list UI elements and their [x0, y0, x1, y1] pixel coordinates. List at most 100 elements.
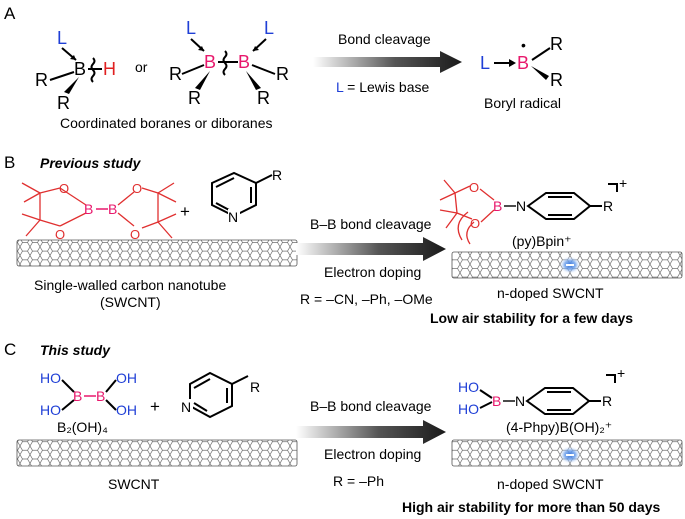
dative-arrowhead	[509, 59, 516, 67]
oxygen-atom: O	[470, 216, 480, 231]
r-group-2: R	[188, 88, 201, 108]
dative-arrowhead-1	[198, 46, 204, 51]
b-r-wedge	[64, 77, 79, 94]
b2pin2-structure: O O B B O O	[21, 181, 177, 242]
pyridinium-r-group: R	[603, 198, 613, 214]
panel-b-left-caption-2: (SWCNT)	[100, 294, 161, 310]
positive-charge: +	[617, 365, 625, 381]
boron-atom-1: B	[73, 388, 82, 404]
panel-a-product-label: Boryl radical	[484, 95, 561, 111]
boron-atom: B	[492, 393, 501, 409]
hydrogen-atom: H	[103, 59, 116, 79]
panel-c-label: C	[4, 340, 16, 359]
panel-b-left-caption-1: Single-walled carbon nanotube	[34, 277, 226, 293]
boron-atom-1: B	[204, 52, 216, 72]
panel-c-left-caption: SWCNT	[108, 476, 160, 492]
oxygen-atom: O	[59, 181, 69, 196]
electron-minus-c	[566, 454, 574, 456]
pyridine-ring	[211, 171, 257, 218]
lewis-base-atom: L	[57, 28, 67, 48]
pyridinium-nitrogen: N	[515, 393, 525, 409]
electron-minus-b	[566, 264, 574, 266]
pyridine-nitrogen: N	[181, 399, 191, 415]
r-group-bottom: R	[550, 70, 563, 90]
hydroxyl-group: OH	[116, 370, 137, 386]
r-group-top: R	[550, 34, 563, 54]
panel-a-arrow-top: Bond cleavage	[338, 31, 431, 47]
oxygen-atom: O	[55, 227, 65, 242]
coordinated-diborane: L B B L R R R R	[169, 18, 289, 108]
panel-c-arrow-top: B–B bond cleavage	[310, 398, 432, 414]
steric-arc-1	[457, 211, 469, 241]
panel-c: C This study HO HO B B OH OH B₂(OH)₄ + N	[4, 340, 683, 515]
panel-a-reaction-arrow	[313, 51, 462, 73]
pyridine-ring	[189, 371, 233, 419]
pyridinium-nitrogen: N	[516, 198, 526, 214]
panel-a: A L B H R R or L B B L	[4, 4, 563, 131]
b-r-bond-1	[181, 64, 205, 75]
oxygen-atom: O	[132, 181, 142, 196]
r-group-3: R	[276, 64, 289, 84]
radical-dot: •	[521, 37, 526, 53]
b-r-bond-left	[49, 71, 75, 81]
boron-atom: B	[74, 59, 86, 79]
pybpin-product: O O B N R +	[439, 175, 627, 245]
panel-b-plus: +	[180, 202, 190, 221]
pyridine-r-group: R	[250, 379, 260, 395]
lewis-base-atom-2: L	[264, 18, 274, 38]
panel-b-label: B	[4, 153, 15, 172]
panel-b-arrow-bottom: R = –CN, –Ph, –OMe	[300, 291, 433, 307]
boryl-radical-structure: L B • R R	[480, 34, 563, 90]
pyridine-b: N R	[211, 167, 282, 225]
positive-charge: +	[619, 175, 627, 191]
r-group-1: R	[169, 64, 182, 84]
cleavage-wavy-mark	[90, 57, 96, 83]
pin-ring-carbons	[454, 185, 473, 220]
charge-bracket	[606, 374, 616, 383]
cleavage-wavy-mark-2	[222, 50, 228, 76]
dative-arrowhead-2	[253, 46, 259, 51]
boron-atom-1: B	[84, 201, 93, 217]
b-r-wedge-1	[195, 71, 210, 90]
pyridine-nitrogen: N	[228, 209, 238, 225]
boron-atom-2: B	[108, 201, 117, 217]
boron-atom-2: B	[96, 388, 105, 404]
panel-b-arrow-mid: Electron doping	[324, 264, 421, 280]
b-r-wedge	[531, 66, 549, 80]
phpy-boh2-product: HO HO B N R +	[458, 365, 625, 417]
panel-c-title: This study	[40, 342, 111, 358]
hydroxyl-group: HO	[40, 370, 61, 386]
pyridine-r-group: R	[272, 167, 282, 183]
lewis-base-atom-1: L	[186, 18, 196, 38]
panel-c-product-label: (4-Phpy)B(OH)₂⁺	[506, 419, 612, 435]
boron-radical-atom: B	[517, 53, 529, 73]
coordinated-borane: L B H R R	[35, 28, 116, 113]
panel-c-right-caption: n-doped SWCNT	[497, 476, 604, 492]
panel-a-label: A	[4, 4, 16, 23]
b-r-wedge-2	[246, 71, 261, 90]
panel-b-reaction-arrow	[296, 237, 446, 261]
panel-c-arrow-bottom: R = –Ph	[333, 473, 384, 489]
r-group-left: R	[35, 70, 48, 90]
panel-c-reagent-label: B₂(OH)₄	[57, 419, 108, 435]
lewis-base-definition: = Lewis base	[343, 79, 429, 95]
hydroxyl-group: OH	[116, 402, 137, 418]
r-group-4: R	[257, 88, 270, 108]
panel-c-arrow-mid: Electron doping	[324, 446, 421, 462]
panel-a-arrow-bottom: L = Lewis base	[336, 79, 429, 95]
charge-bracket	[608, 183, 618, 192]
dative-arrowhead	[70, 55, 76, 60]
boron-atom-2: B	[238, 52, 250, 72]
swcnt-left-b	[16, 239, 298, 267]
panel-a-caption: Coordinated boranes or diboranes	[60, 115, 272, 131]
or-text: or	[135, 59, 148, 75]
pin-ring-left-carbons	[39, 187, 61, 227]
b2oh4-structure: HO HO B B OH OH	[40, 370, 137, 418]
steric-arc-2	[466, 221, 475, 245]
pyridine-c: N R	[181, 371, 260, 419]
lewis-base-symbol: L	[336, 79, 344, 95]
hydroxyl-group: HO	[458, 379, 479, 395]
panel-b-product-label: (py)Bpin⁺	[512, 233, 572, 249]
panel-c-plus: +	[150, 397, 160, 416]
b-r-bond	[531, 47, 551, 61]
